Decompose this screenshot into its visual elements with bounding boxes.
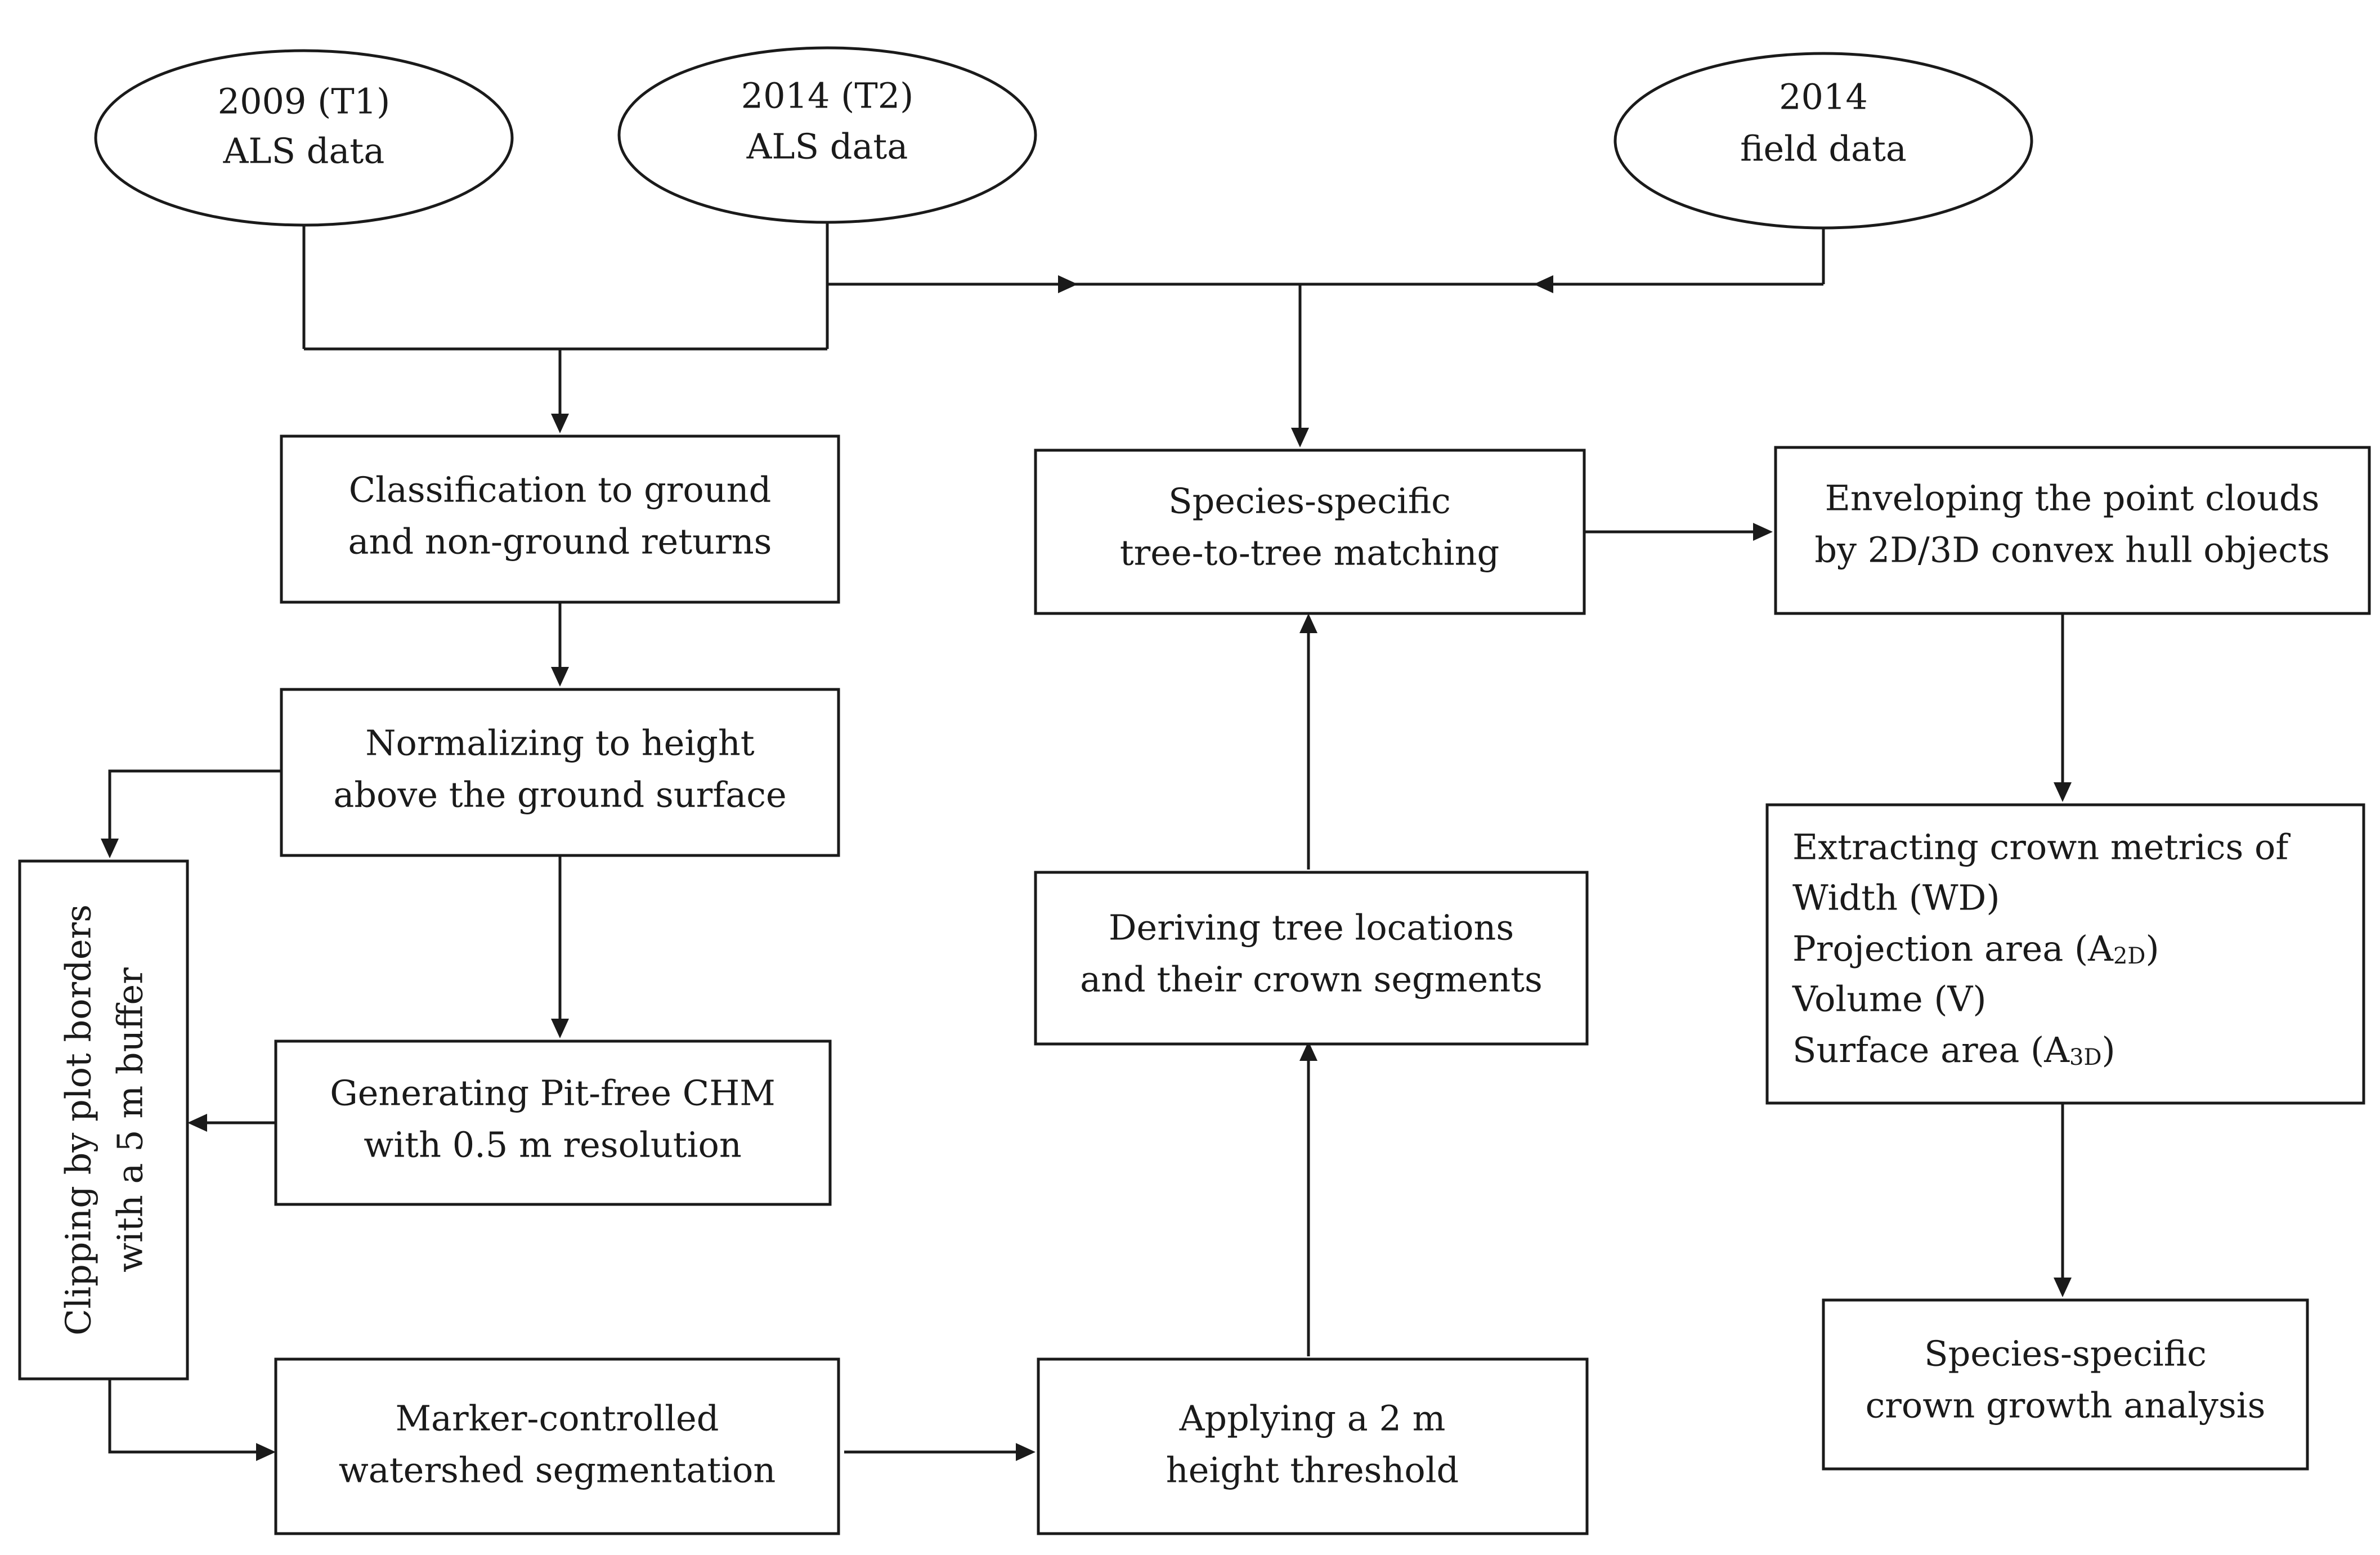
- metric-volume: Volume (V): [1792, 979, 1987, 1020]
- node-matching-line-2: tree-to-tree matching: [1120, 532, 1500, 573]
- arrowhead: [101, 839, 119, 858]
- arrowhead: [1299, 613, 1317, 633]
- edge-clipping-to-watershed: [108, 1379, 259, 1454]
- metric-surface-area-subscript: 3D: [2069, 1045, 2102, 1070]
- node-deriving-line-2: and their crown segments: [1080, 959, 1543, 1000]
- node-clipping: Clipping by plot borders with a 5 m buff…: [18, 859, 189, 1381]
- connectors: [101, 222, 2072, 1461]
- node-threshold: Applying a 2 m height threshold: [1037, 1357, 1589, 1535]
- arrowhead: [1291, 428, 1309, 447]
- arrowhead: [2054, 1278, 2072, 1297]
- node-normalizing-line-1: Normalizing to height: [365, 723, 754, 764]
- arrowhead: [1534, 275, 1553, 293]
- metric-projection-area: Projection area (A2D): [1792, 928, 2159, 970]
- edge-normalizing-to-clipping: [108, 769, 281, 844]
- node-classification-line-1: Classification to ground: [349, 469, 772, 510]
- node-watershed: Marker-controlled watershed segmentation: [274, 1357, 840, 1535]
- node-clipping-line-1: Clipping by plot borders: [58, 904, 99, 1336]
- node-als-2009-line-1: 2009 (T1): [218, 81, 391, 122]
- node-matching: Species-specific tree-to-tree matching: [1034, 449, 1586, 615]
- node-als-2009: 2009 (T1) ALS data: [94, 49, 514, 227]
- node-classification-line-2: and non-ground returns: [348, 521, 772, 562]
- arrowhead: [551, 667, 569, 687]
- node-extracting: Extracting crown metrics of Width (WD) P…: [1765, 803, 2365, 1105]
- node-als-2014-line-1: 2014 (T2): [741, 75, 914, 116]
- metric-width: Width (WD): [1792, 877, 2000, 918]
- node-als-2014-line-2: ALS data: [746, 126, 908, 167]
- arrowhead: [1058, 275, 1078, 293]
- node-chm-line-2: with 0.5 m resolution: [364, 1124, 742, 1166]
- node-enveloping-line-1: Enveloping the point clouds: [1825, 478, 2320, 519]
- node-threshold-line-2: height threshold: [1166, 1450, 1459, 1491]
- node-chm: Generating Pit-free CHM with 0.5 m resol…: [274, 1039, 832, 1206]
- node-chm-line-1: Generating Pit-free CHM: [330, 1073, 776, 1114]
- node-threshold-line-1: Applying a 2 m: [1179, 1398, 1446, 1439]
- arrowhead: [551, 414, 569, 433]
- node-clipping-line-2: with a 5 m buffer: [110, 967, 151, 1272]
- node-als-2014: 2014 (T2) ALS data: [617, 46, 1037, 224]
- arrowhead: [187, 1114, 207, 1132]
- arrowhead: [2054, 782, 2072, 802]
- node-als-2009-line-2: ALS data: [223, 131, 385, 172]
- node-normalizing: Normalizing to height above the ground s…: [280, 688, 840, 857]
- node-growth-line-2: crown growth analysis: [1866, 1385, 2266, 1426]
- node-field-2014-line-2: field data: [1740, 128, 1907, 169]
- node-normalizing-line-2: above the ground surface: [333, 774, 786, 815]
- node-growth: Species-specific crown growth analysis: [1822, 1298, 2309, 1471]
- arrowhead: [1016, 1443, 1036, 1461]
- node-watershed-line-1: Marker-controlled: [396, 1398, 719, 1439]
- arrowhead: [1753, 523, 1773, 541]
- node-deriving: Deriving tree locations and their crown …: [1034, 871, 1589, 1046]
- node-classification: Classification to ground and non-ground …: [280, 434, 840, 604]
- node-growth-line-1: Species-specific: [1924, 1333, 2207, 1374]
- node-enveloping: Enveloping the point clouds by 2D/3D con…: [1774, 446, 2371, 615]
- node-deriving-line-1: Deriving tree locations: [1109, 907, 1514, 948]
- node-watershed-line-2: watershed segmentation: [339, 1450, 776, 1491]
- node-extracting-title: Extracting crown metrics of: [1792, 827, 2291, 868]
- arrowhead: [1299, 1041, 1317, 1061]
- metric-surface-area: Surface area (A3D): [1792, 1029, 2115, 1071]
- metric-projection-area-subscript: 2D: [2113, 943, 2146, 969]
- node-enveloping-line-2: by 2D/3D convex hull objects: [1814, 530, 2329, 571]
- node-field-2014: 2014 field data: [1613, 52, 2033, 230]
- node-matching-line-1: Species-specific: [1168, 481, 1451, 522]
- node-field-2014-line-1: 2014: [1779, 77, 1868, 118]
- arrowhead: [551, 1019, 569, 1038]
- arrowhead: [256, 1443, 276, 1461]
